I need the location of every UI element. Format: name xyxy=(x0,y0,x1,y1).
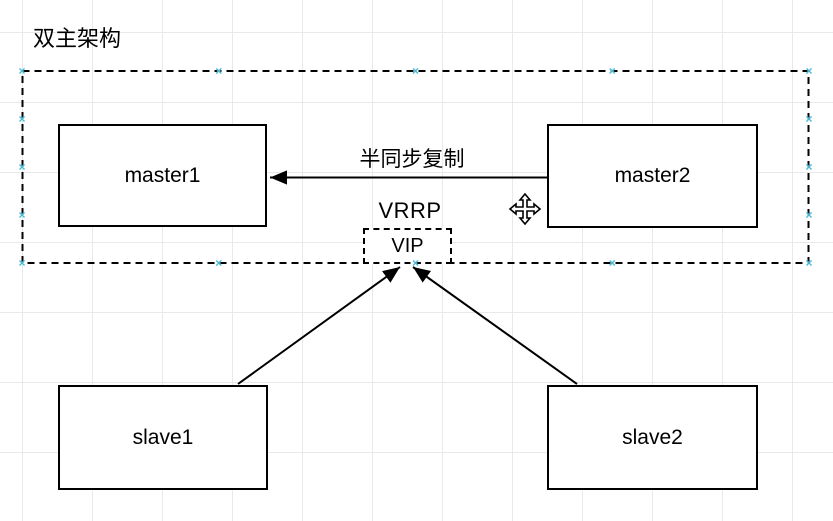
selection-handle[interactable]: × xyxy=(805,64,813,78)
selection-handle[interactable]: × xyxy=(18,160,26,174)
edge-slave1-vip[interactable] xyxy=(237,266,401,385)
node-slave1[interactable]: slave1 xyxy=(58,385,268,490)
node-slave1-label: slave1 xyxy=(132,425,194,449)
selection-handle[interactable]: × xyxy=(411,256,420,270)
selection-handle[interactable]: × xyxy=(805,208,813,222)
selection-handle[interactable]: × xyxy=(18,64,26,78)
selection-handle[interactable]: × xyxy=(18,256,26,270)
page-title: 双主架构 xyxy=(33,26,122,51)
selection-handle[interactable]: × xyxy=(411,64,420,78)
selection-handle[interactable]: × xyxy=(215,64,223,78)
selection-handle[interactable]: × xyxy=(608,256,616,270)
edge-label-replication: 半同步复制 xyxy=(359,148,465,171)
edge-slave2-vip[interactable] xyxy=(412,266,578,385)
node-vip[interactable]: VIP xyxy=(363,228,452,264)
node-master2-label: master2 xyxy=(614,164,691,187)
node-vip-label: VIP xyxy=(391,234,424,257)
selection-handle[interactable]: × xyxy=(608,64,616,78)
edge-label-vrrp: VRRP xyxy=(378,198,442,223)
selection-handle[interactable]: × xyxy=(805,160,813,174)
selection-handle[interactable]: × xyxy=(18,112,26,126)
node-master1-label: master1 xyxy=(124,163,201,187)
selection-handle[interactable]: × xyxy=(805,256,813,270)
node-master2[interactable]: master2 xyxy=(547,124,758,228)
selection-handle[interactable]: × xyxy=(18,208,26,222)
node-master1[interactable]: master1 xyxy=(58,124,267,227)
node-slave2[interactable]: slave2 xyxy=(547,385,758,490)
node-slave2-label: slave2 xyxy=(622,425,683,449)
selection-handle[interactable]: × xyxy=(805,112,813,126)
selection-handle[interactable]: × xyxy=(215,256,223,270)
move-icon[interactable] xyxy=(508,192,542,226)
